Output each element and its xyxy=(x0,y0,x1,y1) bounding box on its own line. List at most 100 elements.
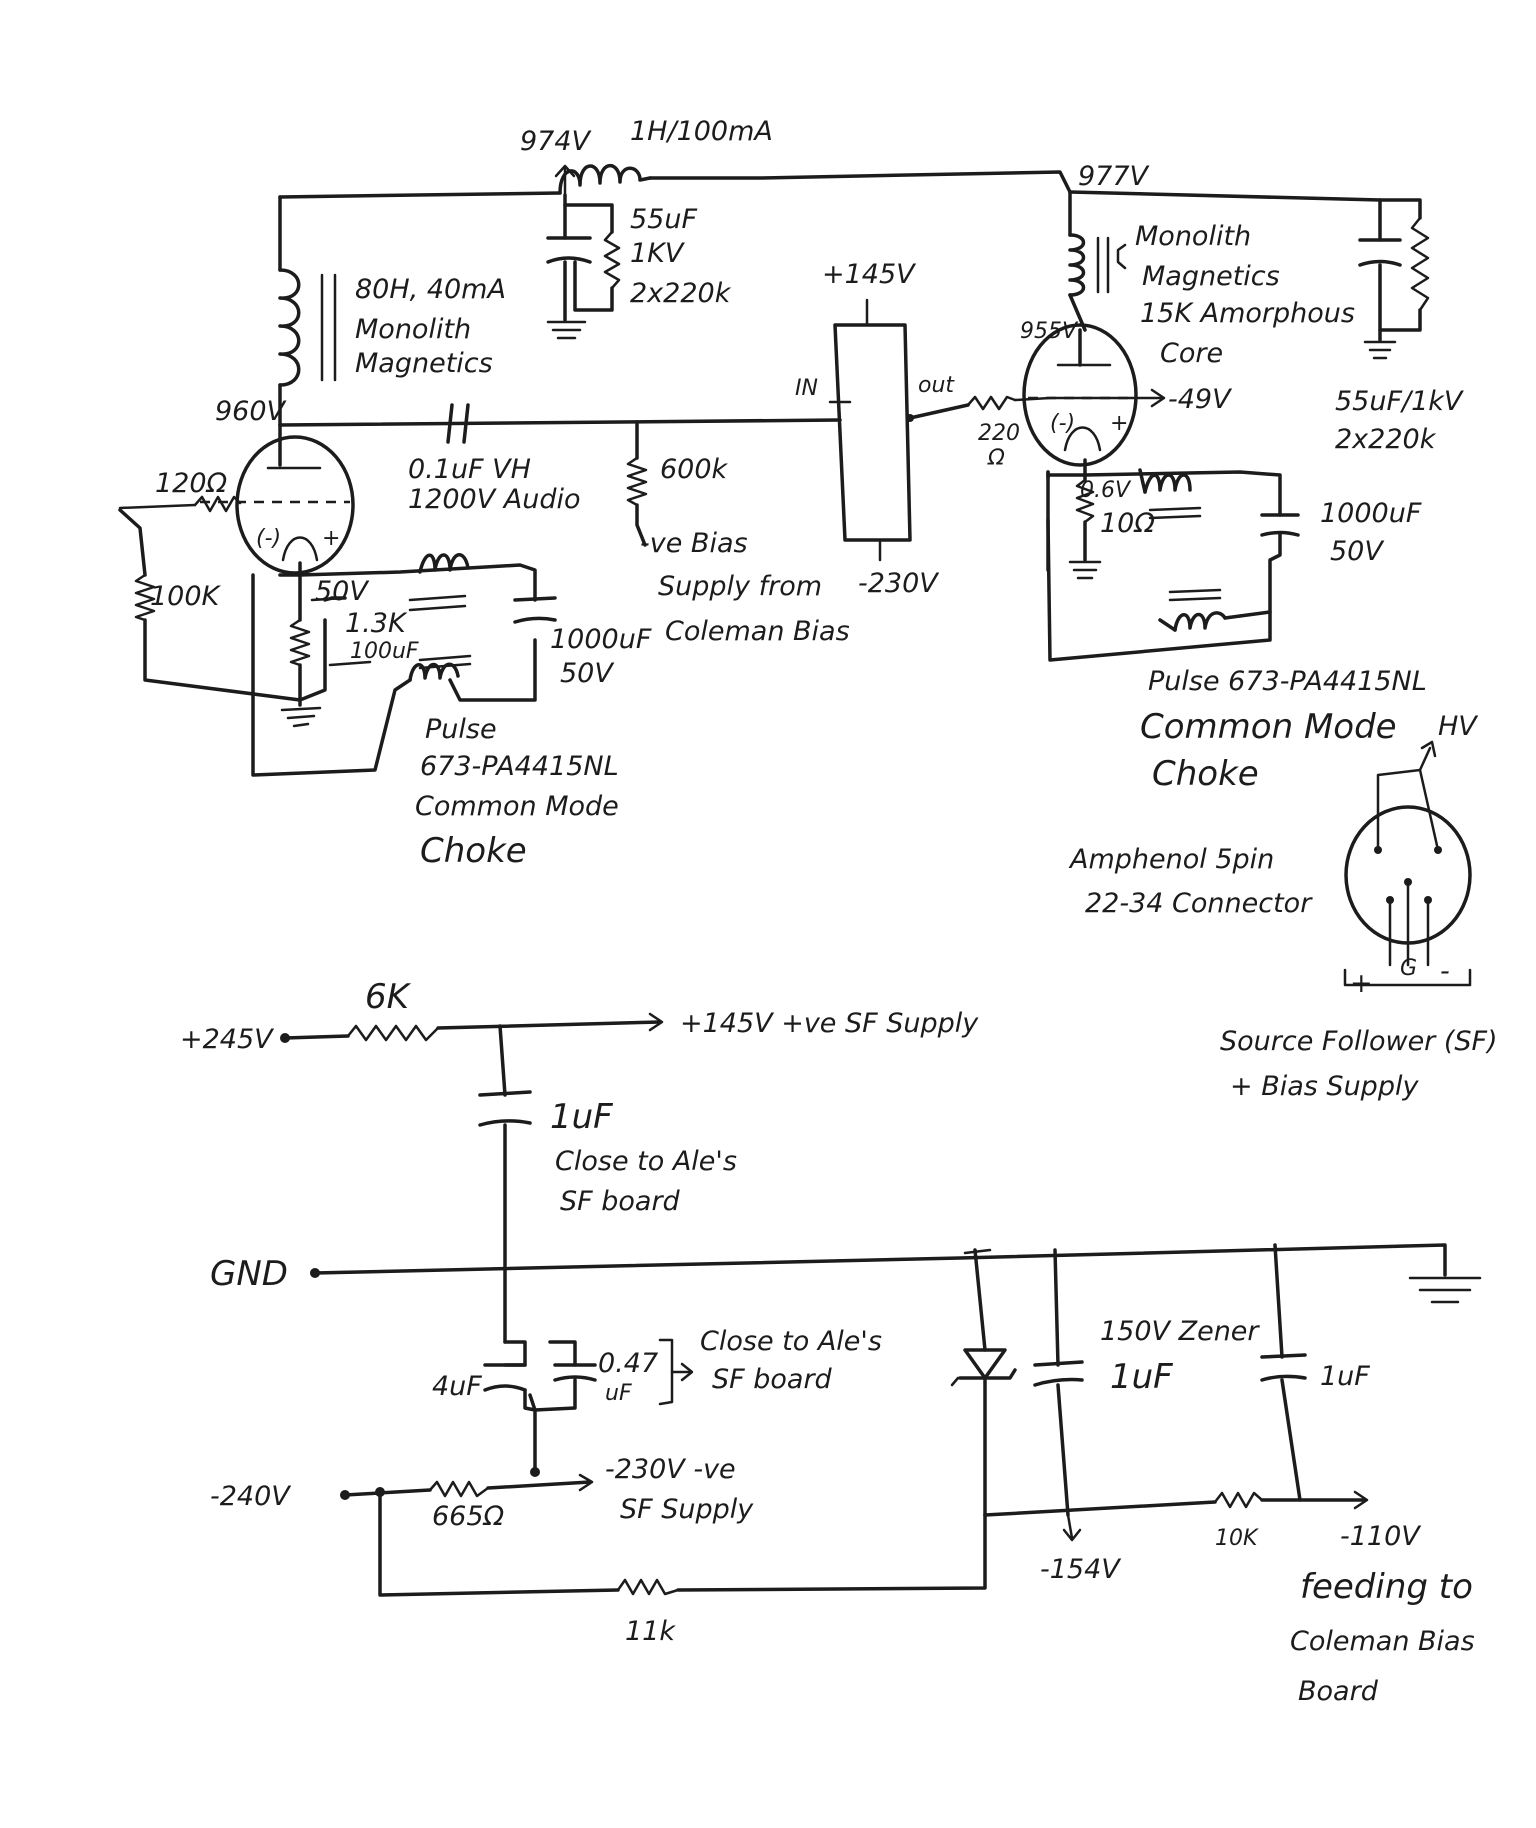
label-50v-left: 50V xyxy=(560,658,615,689)
label-core: Core xyxy=(1160,338,1223,369)
label-665-ohm: 665Ω xyxy=(432,1501,505,1532)
resistor-11k xyxy=(616,1578,680,1596)
label-047: 0.47 xyxy=(598,1348,658,1379)
label-hv: HV xyxy=(1438,711,1479,742)
label-220: 220 xyxy=(978,421,1020,446)
capacitor-1000uf-right xyxy=(1260,513,1300,537)
label-1-3k: 1.3K xyxy=(345,608,408,639)
label-plus245v: +245V xyxy=(180,1024,275,1055)
label-977v: 977V xyxy=(1078,161,1151,192)
capacitor-100uf xyxy=(328,596,372,667)
capacitor-1uf-sf xyxy=(478,1090,532,1127)
bottom-wiring xyxy=(283,1012,1447,1597)
label-4uf: 4uF xyxy=(432,1371,482,1402)
label-10-ohm: 10Ω xyxy=(1100,508,1155,539)
resistor-220 xyxy=(966,395,1017,411)
svg-text:(-): (-) xyxy=(256,526,281,551)
label-bias-supply: + Bias Supply xyxy=(1230,1071,1419,1102)
label-close-to-ale-2: Close to Ale's xyxy=(700,1326,882,1357)
label-monolith-left: Monolith xyxy=(355,314,471,345)
capacitor-55uf-left xyxy=(546,230,621,290)
label-close-to-ale-1: Close to Ale's xyxy=(555,1146,737,1177)
resistor-10-ohm xyxy=(1068,478,1102,580)
label-source-follower: Source Follower (SF) xyxy=(1220,1026,1498,1057)
resistor-100k xyxy=(134,573,156,622)
ground-symbol-left xyxy=(280,706,322,728)
label-pulse-right: Pulse 673-PA4415NL xyxy=(1148,666,1427,697)
label-conn-plus: + xyxy=(1350,968,1373,999)
label-sf-supply-positive: +145V +ve SF Supply xyxy=(680,1008,979,1039)
label-amphenol: Amphenol 5pin xyxy=(1068,844,1274,875)
label-50v-right: 50V xyxy=(1330,536,1385,567)
label-minus240v: -240V xyxy=(210,1481,292,1512)
svg-text:(-): (-) xyxy=(1050,411,1075,436)
resistor-665 xyxy=(428,1480,490,1498)
inductor-80h xyxy=(278,268,337,387)
label-conn-minus: - xyxy=(1440,956,1450,987)
svg-text:+: + xyxy=(322,526,340,551)
label-120-ohm: 120Ω xyxy=(155,468,228,499)
label-1200v-audio: 1200V Audio xyxy=(408,484,581,515)
label-55uf: 55uF xyxy=(630,204,697,235)
terminal-dots xyxy=(280,414,914,1500)
tube-left: (-) + xyxy=(200,435,355,575)
label-gnd: GND xyxy=(210,1254,288,1294)
capacitor-4uf xyxy=(483,1363,527,1392)
label-80h: 80H, 40mA xyxy=(355,274,506,305)
label-connector: 22-34 Connector xyxy=(1085,888,1313,919)
label-1000uf-left: 1000uF xyxy=(550,624,652,655)
label-choke-right: Choke xyxy=(1152,754,1259,794)
capacitor-01uf xyxy=(446,403,470,444)
resistor-10k xyxy=(1213,1491,1264,1509)
capacitor-1uf-zener xyxy=(1033,1360,1084,1387)
label-047-uf: uF xyxy=(605,1381,632,1406)
label-1uf-right: 1uF xyxy=(1320,1361,1370,1392)
label-sf-plus145: +145V xyxy=(822,259,917,290)
label-55uf-1kv-right: 55uF/1kV xyxy=(1335,386,1465,417)
label-1uf-zener: 1uF xyxy=(1110,1357,1173,1397)
label-10k: 10K xyxy=(1215,1526,1259,1551)
label-974v: 974V xyxy=(520,126,593,157)
label-1kv: 1KV xyxy=(630,238,686,269)
label-common-mode-left: Common Mode xyxy=(415,791,619,822)
resistor-1-3k xyxy=(289,618,311,667)
choke-1h-coil xyxy=(558,164,652,195)
label-0-6v: 0.6V xyxy=(1080,478,1132,503)
capacitor-047uf xyxy=(553,1338,694,1406)
label-coleman-bias: Coleman Bias xyxy=(665,616,850,647)
zener-diode xyxy=(950,1348,1017,1387)
amphenol-connector xyxy=(1343,740,1472,987)
label-1uf-sf: 1uF xyxy=(550,1097,613,1137)
label-100uf: 100uF xyxy=(350,639,419,664)
capacitor-1uf-right xyxy=(1260,1353,1307,1382)
label-955v: 955V xyxy=(1020,319,1079,344)
label-11k: 11k xyxy=(625,1616,676,1647)
label-150v-zener: 150V Zener xyxy=(1100,1316,1260,1347)
label-960v: 960V xyxy=(215,396,288,427)
label-2x220k-right: 2x220k xyxy=(1335,424,1437,455)
top-wiring xyxy=(118,164,1422,777)
label-100k: 100K xyxy=(150,581,222,612)
label-6k: 6K xyxy=(365,977,412,1017)
label-common-mode-right: Common Mode xyxy=(1140,707,1397,747)
resistor-600k xyxy=(626,456,648,507)
label-choke-left: Choke xyxy=(420,831,527,871)
label-sf-supply-2: SF Supply xyxy=(620,1494,754,1525)
label-sf-board-1: SF board xyxy=(560,1186,681,1217)
label-minus110v: -110V xyxy=(1340,1521,1422,1552)
resistor-120-ohm xyxy=(193,495,242,513)
label-sf-in: IN xyxy=(795,376,818,401)
label-board: Board xyxy=(1298,1676,1379,1707)
label-15k-amorphous: 15K Amorphous xyxy=(1140,298,1355,329)
tube-right: (-) + xyxy=(1022,323,1138,467)
label-pulse-left: Pulse xyxy=(425,714,497,745)
label-ve-bias: -ve Bias xyxy=(640,528,748,559)
label-220-ohm: Ω xyxy=(987,446,1005,471)
label-600k: 600k xyxy=(660,454,729,485)
label-2x220k: 2x220k xyxy=(630,278,732,309)
ground-symbol-bottom xyxy=(1408,1276,1482,1304)
label-01uf: 0.1uF VH xyxy=(408,454,531,485)
label-sf-minus230: -230V xyxy=(858,568,940,599)
ground-symbol-top-left xyxy=(546,260,587,340)
label-conn-g: G xyxy=(1400,956,1417,981)
